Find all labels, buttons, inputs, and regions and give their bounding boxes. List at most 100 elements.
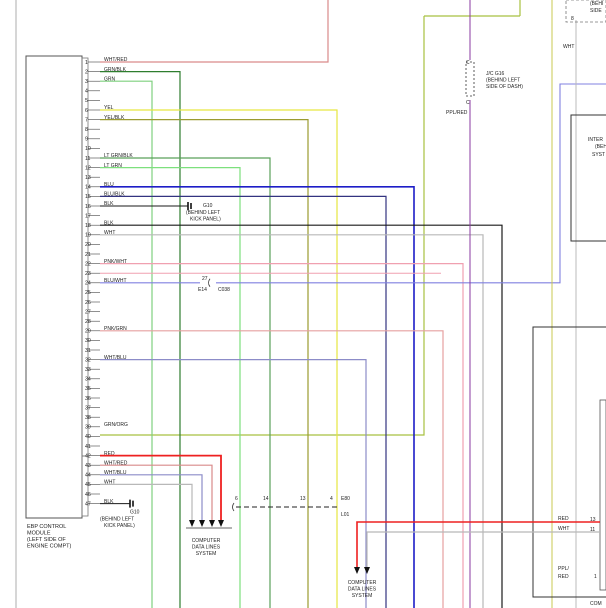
wire-label: BLK [104,201,114,207]
ground-note: (BEHIND LEFT [186,210,220,216]
wire-label: GRN/ORG [104,422,128,428]
wire-trace [100,16,425,436]
wire-trace [100,224,503,608]
wire-label: BLU/BLK [104,192,125,198]
top-right-label: (BEHI [590,1,603,7]
right-pin-label: 1 [594,574,597,580]
arrow-icon [199,520,205,527]
right-module-box [570,114,606,242]
data-lines-label: DATA LINES [348,587,377,593]
ground-label: G10 [203,203,213,209]
data-lines-label: SYSTEM [196,551,217,557]
pin-number: 6 [85,108,88,114]
connector-pin-label: 27 [202,276,208,282]
pin-number: 35 [85,386,91,392]
right-module-label: SYST [592,152,605,158]
wire-label: WHT [104,230,115,236]
right-wire-label: RED [558,574,569,580]
wire-trace [100,330,444,608]
pin-number: 47 [85,501,91,507]
wire-label: PNK/GRN [104,326,127,332]
pin-number: 37 [85,405,91,411]
wire-label: LT GRN [104,163,122,169]
module-label: (LEFT SIDE OF [27,537,66,543]
wire-label: RED [104,451,115,457]
arrow-icon [209,520,215,527]
connector-symbol [232,502,235,512]
splice-pin-label: 6 [235,496,238,502]
wire-trace [100,195,387,608]
pin-number: 45 [85,482,91,488]
right-module-label: (BEH [595,144,606,150]
data-lines-label: COMPUTER [348,580,377,586]
pin-number: 36 [85,396,91,402]
jc-pin: C [466,60,470,66]
pin-number: 42 [85,453,91,459]
wire-trace [100,80,153,608]
right-wire-label: WHT [558,526,569,532]
wire-trace [100,474,203,520]
module-label: EBP CONTROL [27,524,66,530]
jc-wire-label: PPL/RED [446,110,468,116]
wire-label: PNK/WHT [104,259,127,265]
splice-id-label: E80 [341,496,350,502]
pin-number: 28 [85,319,91,325]
splice-id-label: L01 [341,512,350,518]
arrow-icon [354,567,360,574]
pin-number: 19 [85,233,91,239]
right-pin-label: 13 [590,517,596,523]
pin-number: 9 [85,137,88,143]
pin-number: 40 [85,434,91,440]
wire-label: BLU [104,182,114,188]
pin-number: 15 [85,194,91,200]
pin-number: 31 [85,348,91,354]
pin-number: 8 [85,127,88,133]
pin-number: 21 [85,252,91,258]
wire-label: WHT [104,480,115,486]
jc-pin: C [466,100,470,106]
right-connector [599,399,606,591]
pin-number: 12 [85,165,91,171]
wire-trace [366,531,600,567]
splice-pin-label: 4 [330,496,333,502]
wire-label: BLU/WHT [104,278,127,284]
wire-label: YEL/BLK [104,115,125,121]
wire-trace [100,263,464,608]
wire-label: YEL [104,105,114,111]
data-lines-label: DATA LINES [192,545,221,551]
arrow-icon [218,520,224,527]
right-module-label: INTER [588,137,603,143]
right-lower-box [532,326,606,598]
pin-number: 1 [85,60,88,66]
wire-trace [100,109,338,608]
pin-number: 18 [85,223,91,229]
top-right-label: SIDE [590,8,602,14]
pin-number: 41 [85,444,91,450]
connector-id-label: C038 [218,287,230,293]
bottom-right-label: COM [590,601,602,607]
jc-label: SIDE OF DASH) [486,84,523,90]
splice-pin-label: 13 [300,496,306,502]
pin-number: 14 [85,185,91,191]
wire-trace [100,118,309,608]
wire-trace [100,0,329,63]
right-wire-label: RED [558,516,569,522]
pin-number: 5 [85,98,88,104]
wire-trace [100,167,241,608]
pin-number: 3 [85,79,88,85]
wire-trace [356,521,600,567]
wire-trace [100,70,181,608]
pin-number: 26 [85,300,91,306]
data-lines-label: SYSTEM [352,593,373,599]
pin-number: 22 [85,261,91,267]
jc-label: (BEHIND LEFT [486,78,520,84]
pin-number: 32 [85,357,91,363]
pin-number: 38 [85,415,91,421]
wire-label: BLK [104,220,114,226]
pin-number: 7 [85,117,88,123]
wire-label: LT GRN/BLK [104,153,133,159]
wire-label: WHT/RED [104,57,128,63]
data-lines-label: COMPUTER [192,538,221,544]
wire-trace [100,359,367,608]
